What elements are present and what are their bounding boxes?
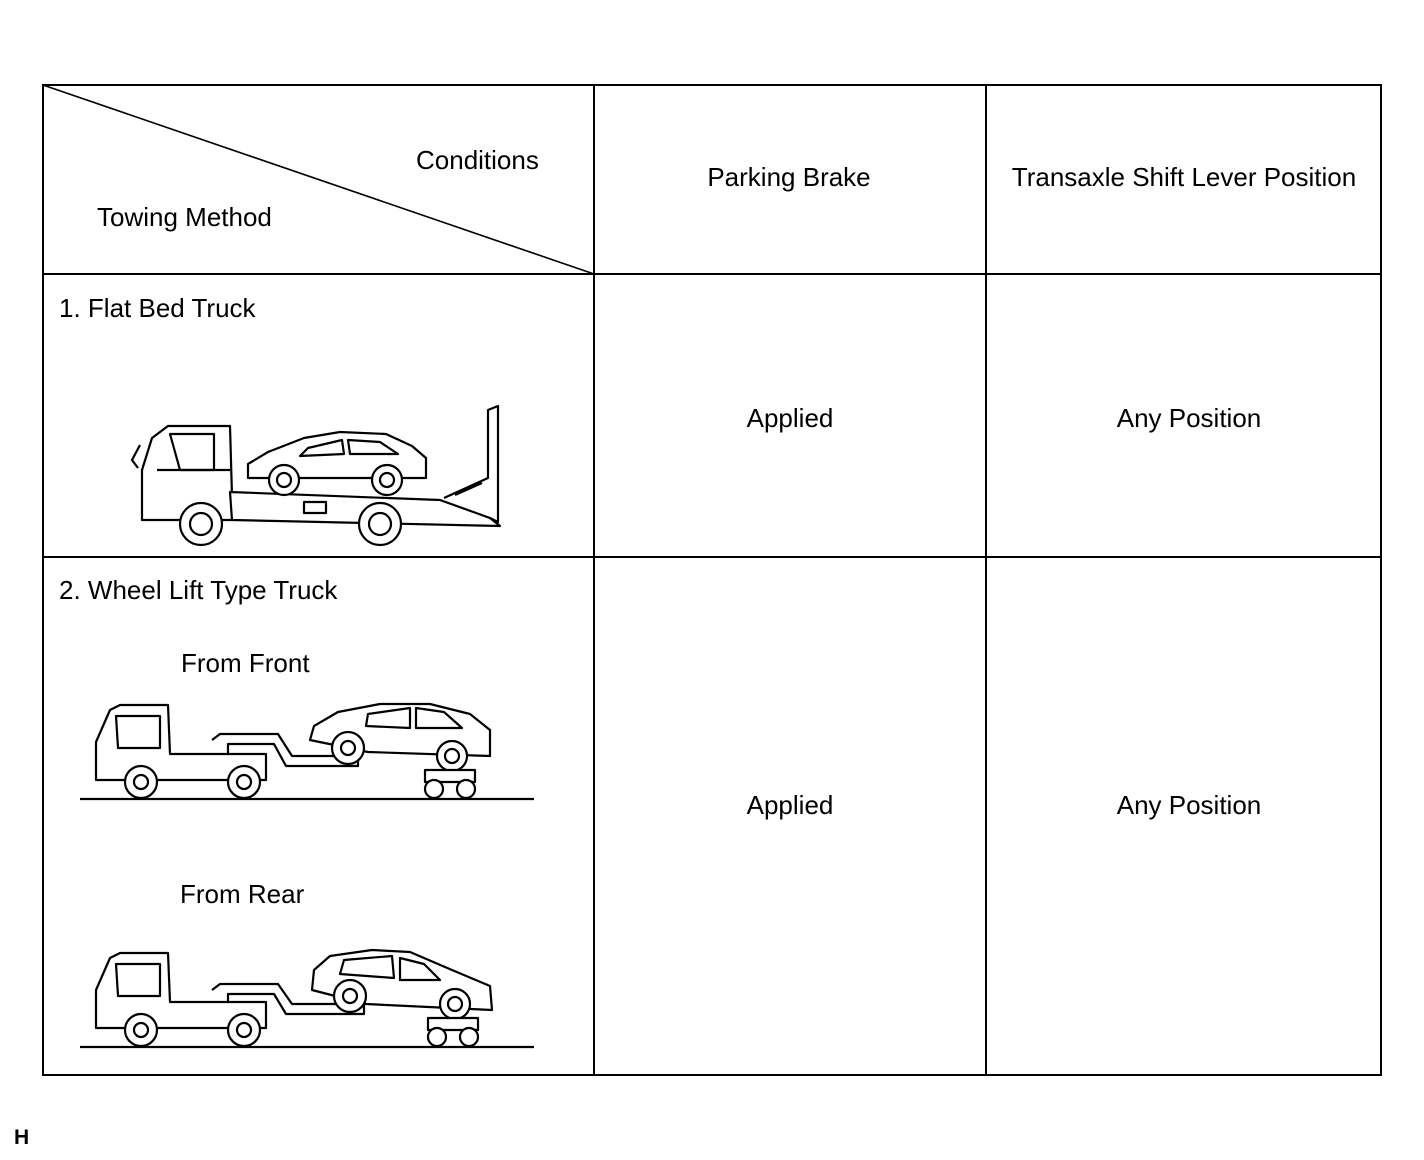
row1-shift-lever: Any Position (1116, 403, 1262, 433)
row2-shift-lever: Any Position (1116, 790, 1262, 820)
row-method-wheel-lift: 2. Wheel Lift Type Truck (59, 575, 338, 605)
footer-code: H (14, 1126, 30, 1149)
row-method-flat-bed: 1. Flat Bed Truck (59, 293, 256, 323)
header-shift-lever: Transaxle Shift Lever Position (1011, 162, 1357, 192)
header-towing-method: Towing Method (97, 202, 272, 232)
row2-parking-brake: Applied (746, 790, 834, 820)
sub-from-front: From Front (181, 648, 310, 678)
header-conditions: Conditions (416, 145, 539, 175)
header-parking-brake: Parking Brake (707, 162, 871, 192)
sub-from-rear: From Rear (180, 879, 305, 909)
row1-parking-brake: Applied (746, 403, 834, 433)
